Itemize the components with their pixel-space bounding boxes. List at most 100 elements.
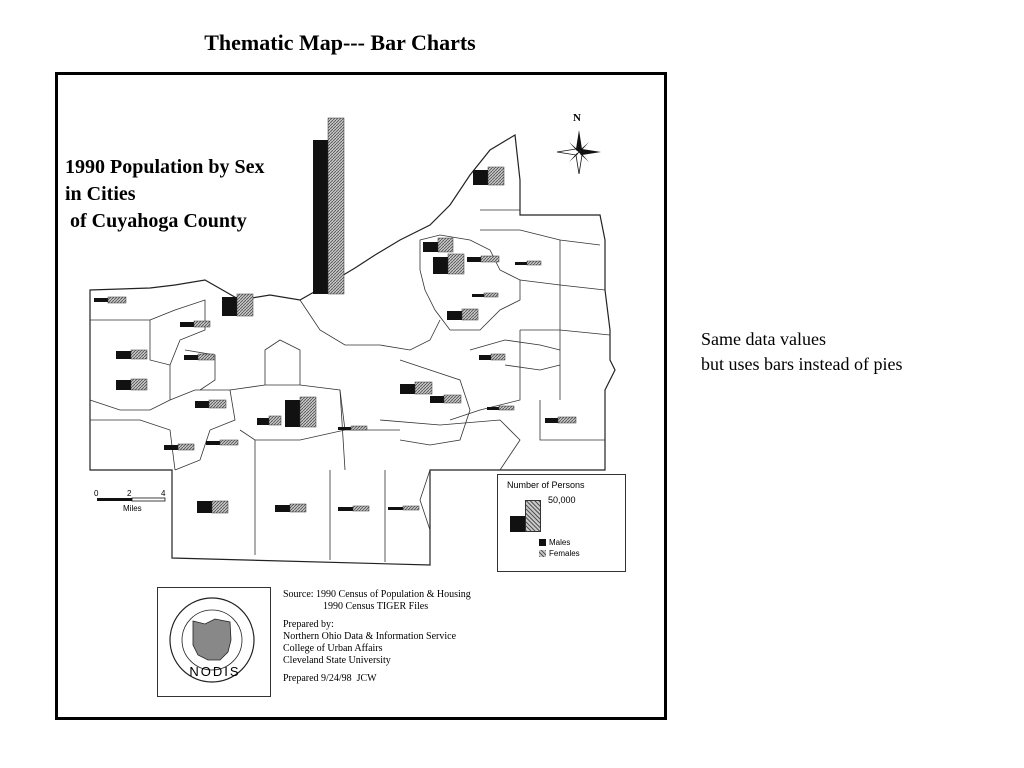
male-bar <box>467 257 481 262</box>
male-bar <box>275 505 290 512</box>
map-title: 1990 Population by Sex in Cities of Cuya… <box>65 154 325 235</box>
male-bar <box>447 311 462 320</box>
map-title-line: in Cities <box>65 183 136 205</box>
scale-bar <box>97 497 166 502</box>
slide-title: Thematic Map--- Bar Charts <box>204 30 476 55</box>
female-bar <box>268 415 282 426</box>
city-boundary <box>539 400 605 441</box>
map-frame <box>55 72 667 720</box>
city-boundary <box>264 339 301 385</box>
prepared-date: Prepared 9/24/98 JCW <box>283 673 377 684</box>
source-line-2: 1990 Census TIGER Files <box>323 601 429 612</box>
north-label: N <box>573 112 581 124</box>
male-bar <box>338 427 351 430</box>
female-bar <box>299 396 317 428</box>
male-bar <box>116 380 131 390</box>
male-bar <box>338 507 353 511</box>
female-bar <box>447 253 465 275</box>
female-bar <box>197 353 215 361</box>
female-bar <box>352 505 370 512</box>
legend-item-label: Males <box>549 538 571 547</box>
male-bar <box>545 418 558 423</box>
female-bar <box>483 292 499 298</box>
legend-item-label: Females <box>549 549 580 558</box>
female-bar <box>177 443 195 451</box>
male-bar <box>388 507 403 510</box>
female-bar <box>107 296 127 304</box>
female-bar <box>327 117 345 295</box>
female-bar <box>402 505 420 511</box>
female-bar <box>526 260 542 266</box>
city-boundary <box>89 319 171 411</box>
city-boundary <box>419 469 431 531</box>
note-line: but uses bars instead of pies <box>701 354 903 374</box>
prepared-by-label: Prepared by: <box>283 619 334 630</box>
nodis-logo-box: NODIS <box>157 587 271 697</box>
city-boundary <box>184 349 216 391</box>
female-bar <box>219 439 239 446</box>
legend-item-males: Males <box>539 538 570 547</box>
city-boundary <box>480 209 601 246</box>
org-line-1: Northern Ohio Data & Information Service <box>283 631 457 642</box>
city-boundary <box>329 470 386 562</box>
female-bar <box>443 394 462 404</box>
map-title-line: 1990 Population by Sex <box>65 156 265 178</box>
male-bar <box>430 396 444 403</box>
legend-item-females: Females <box>539 549 580 558</box>
female-bar <box>498 405 515 411</box>
city-boundary <box>379 419 521 471</box>
female-bar <box>236 293 254 317</box>
city-boundary <box>519 279 611 336</box>
female-bar <box>130 378 148 391</box>
female-bar <box>211 500 229 514</box>
nodis-logo-icon <box>169 597 255 683</box>
legend-title: Number of Persons <box>507 480 585 490</box>
org-line-3: Cleveland State University <box>283 655 391 666</box>
female-bar <box>130 349 148 360</box>
male-bar <box>184 355 198 360</box>
city-boundary <box>399 359 471 446</box>
legend-male-bar <box>510 516 525 532</box>
female-bar <box>490 353 506 361</box>
logo-acronym: NODIS <box>189 664 241 679</box>
city-boundary <box>419 234 521 331</box>
male-bar <box>94 298 108 302</box>
male-bar <box>222 297 237 316</box>
male-bar <box>257 418 269 425</box>
female-bar <box>350 425 368 431</box>
male-bar <box>164 445 178 450</box>
org-line-2: College of Urban Affairs <box>283 643 383 654</box>
city-boundary <box>299 299 441 351</box>
north-arrow-icon <box>556 130 601 175</box>
city-boundary <box>169 389 236 471</box>
female-bar <box>557 416 577 424</box>
city-boundary <box>449 240 561 421</box>
female-bar <box>437 237 454 253</box>
female-swatch <box>539 550 546 558</box>
scale-unit: Miles <box>123 504 142 513</box>
male-bar <box>197 501 212 513</box>
male-bar <box>479 355 491 360</box>
male-swatch <box>539 539 546 547</box>
scale-tick-0: 0 <box>94 489 99 498</box>
map-title-line: of Cuyahoga County <box>65 210 247 232</box>
city-boundary <box>469 339 561 371</box>
female-bar <box>193 320 211 328</box>
male-bar <box>433 257 448 274</box>
female-bar <box>289 503 307 513</box>
female-bar <box>461 308 479 321</box>
city-bar-charts <box>94 117 577 514</box>
source-line-1: Source: 1990 Census of Population & Hous… <box>283 589 471 600</box>
male-bar <box>473 170 488 185</box>
city-boundary <box>149 299 206 366</box>
scale-tick-4: 4 <box>161 489 166 498</box>
city-boundary <box>229 384 346 441</box>
male-bar <box>180 322 194 327</box>
male-bar <box>116 351 131 359</box>
male-bar <box>313 140 328 294</box>
male-bar <box>472 294 484 297</box>
female-bar <box>480 255 500 263</box>
male-bar <box>206 441 220 445</box>
legend-female-bar <box>525 500 541 532</box>
